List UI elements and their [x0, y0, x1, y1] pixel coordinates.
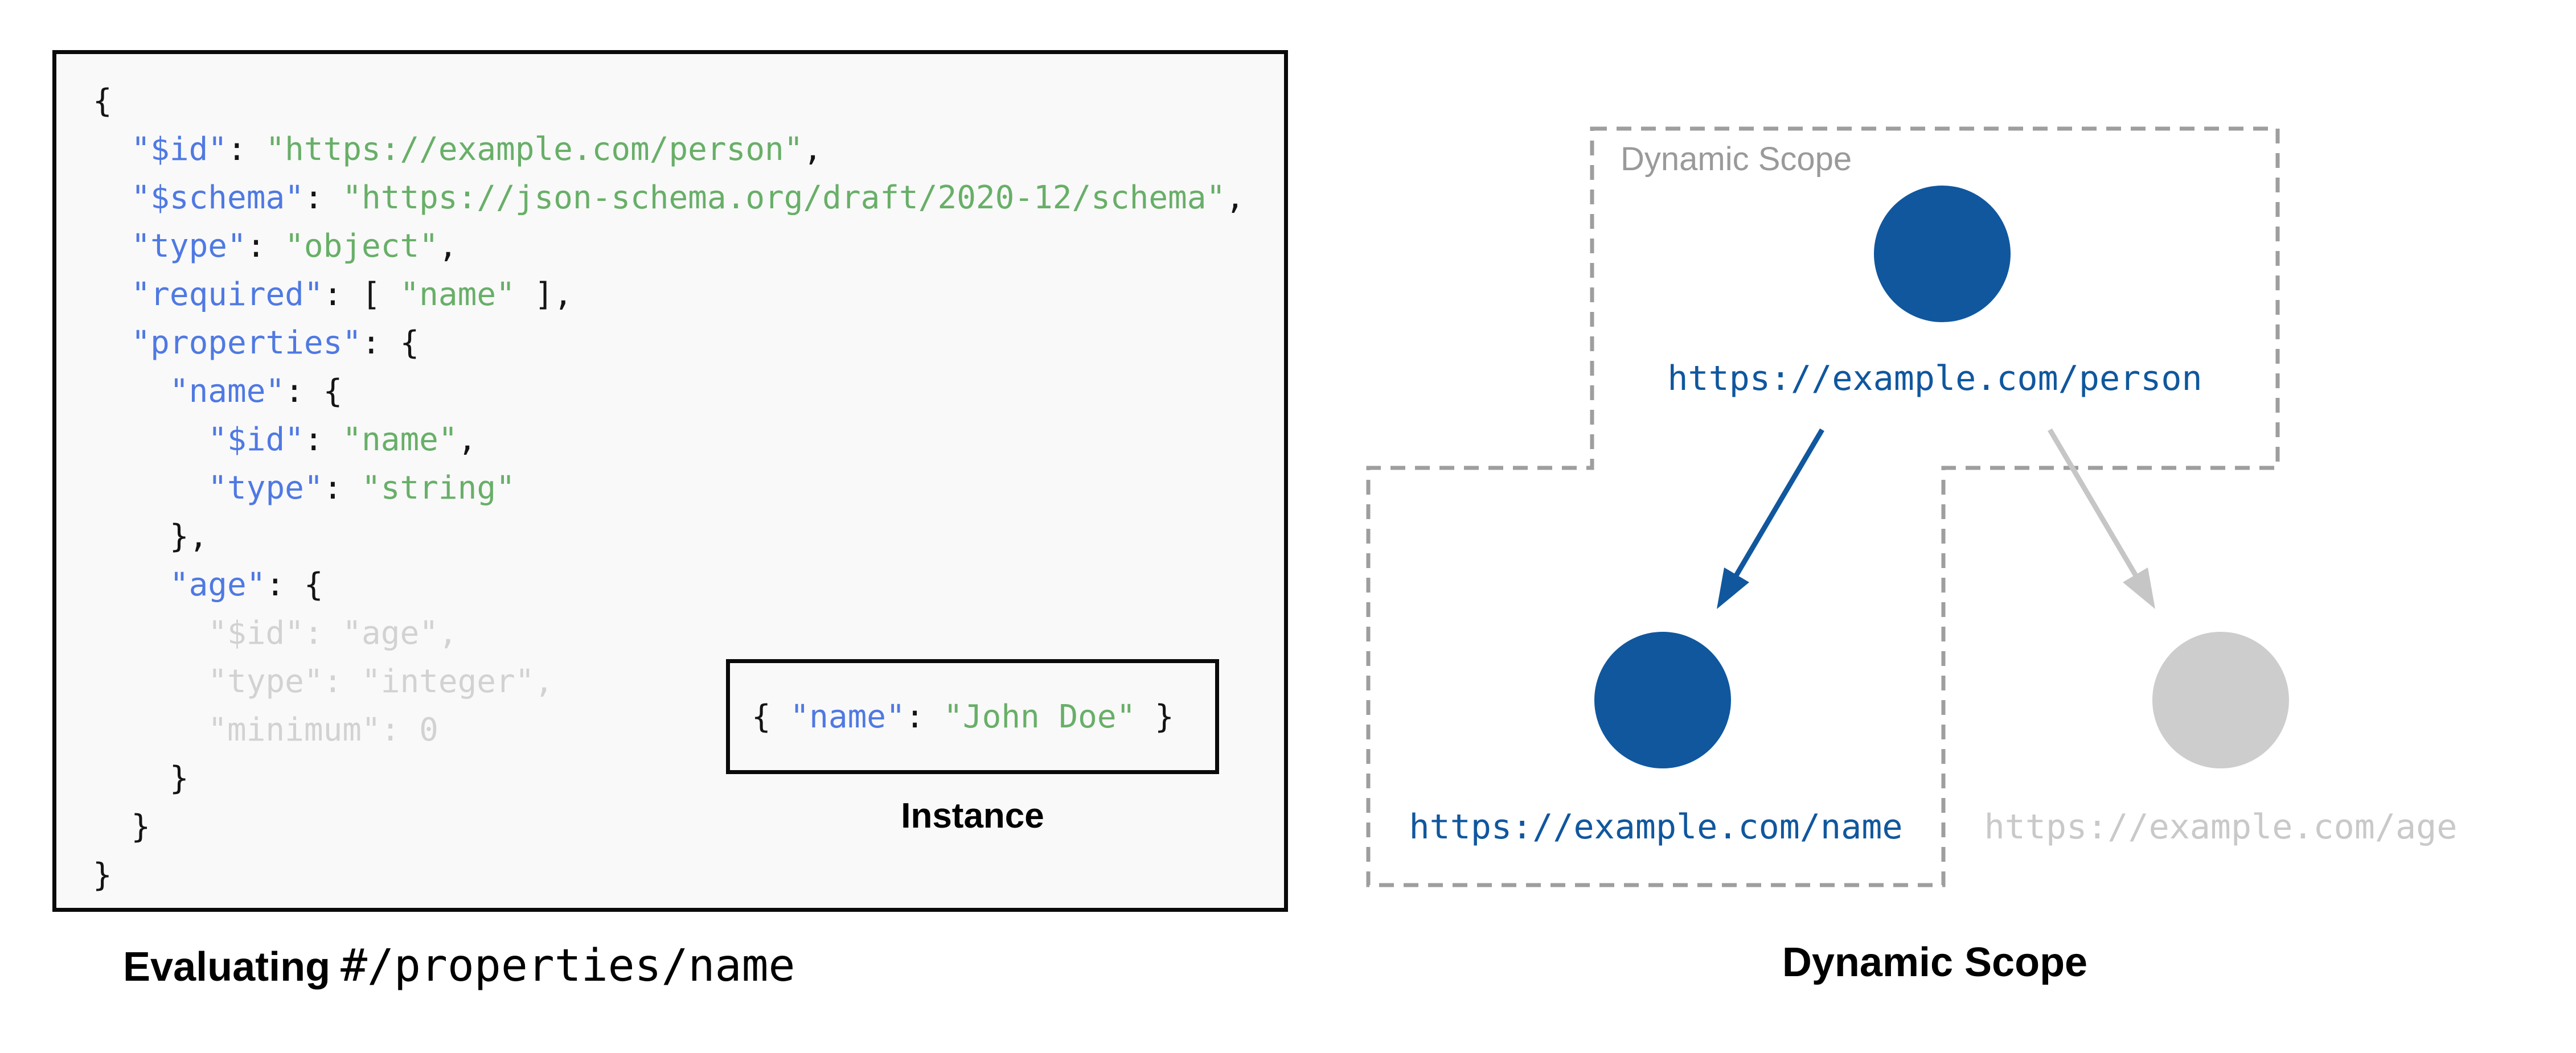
person-node-circle	[1874, 186, 2011, 322]
age-node-url: https://example.com/age	[1984, 807, 2458, 847]
schema-panel: { "$id": "https://example.com/person", "…	[52, 50, 1288, 912]
schema-code: { "$id": "https://example.com/person", "…	[93, 83, 1245, 894]
schema-caption: Evaluating #/properties/name	[123, 940, 795, 992]
dynamic-scope-outline	[1366, 126, 2280, 887]
instance-box: { "name": "John Doe" }	[726, 659, 1219, 774]
age-node-circle	[2152, 632, 2289, 768]
name-node-url: https://example.com/name	[1409, 807, 1903, 847]
instance-label: Instance	[901, 796, 1044, 836]
dynamic-scope-region-label: Dynamic Scope	[1621, 141, 1852, 178]
dynamic-scope-diagram	[1366, 126, 2289, 887]
instance-json: { "name": "John Doe" }	[752, 698, 1174, 735]
person-to-name-arrowhead	[1717, 567, 1749, 609]
schema-caption-pointer: #/properties/name	[341, 940, 795, 992]
person-to-age-arrowhead	[2123, 567, 2155, 609]
diagram-caption: Dynamic Scope	[1782, 940, 2088, 985]
name-node-circle	[1594, 632, 1731, 768]
person-to-name-arrow	[1732, 428, 1824, 581]
person-node-url: https://example.com/person	[1667, 359, 2202, 398]
person-to-age-arrow	[2048, 428, 2140, 581]
schema-caption-bold: Evaluating	[123, 944, 331, 990]
